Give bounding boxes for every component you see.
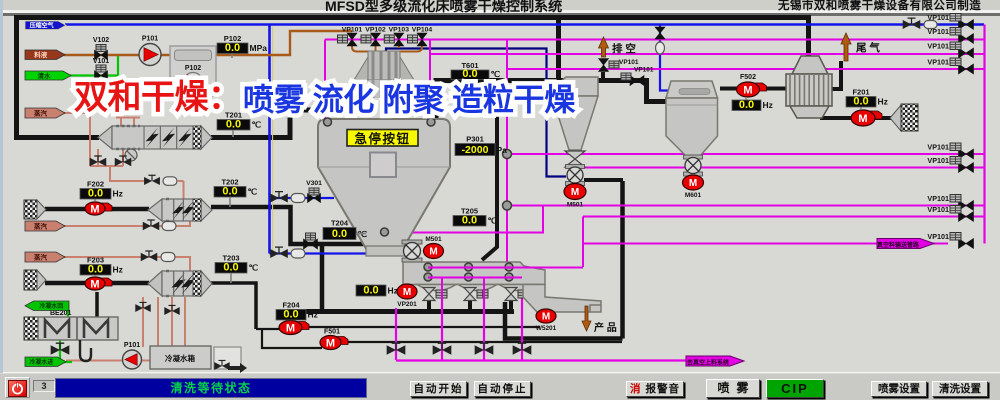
svg-text:VP101: VP101 — [927, 205, 949, 214]
svg-text:M501: M501 — [425, 236, 442, 243]
svg-text:VP101: VP101 — [927, 58, 949, 67]
svg-text:F203: F203 — [87, 256, 104, 265]
svg-text:0.0: 0.0 — [222, 186, 237, 198]
svg-text:T205: T205 — [461, 207, 478, 216]
svg-text:P301: P301 — [466, 135, 484, 144]
svg-text:P101: P101 — [142, 36, 158, 43]
svg-text:喷雾 流化 附聚 造粒干燥: 喷雾 流化 附聚 造粒干燥 — [246, 86, 579, 121]
svg-text:℃: ℃ — [248, 187, 258, 197]
svg-text:VP101: VP101 — [927, 143, 949, 152]
svg-text:蒸汽: 蒸汽 — [34, 252, 48, 261]
svg-text:0.0: 0.0 — [332, 228, 347, 240]
svg-text:急停按钮: 急停按钮 — [354, 131, 410, 146]
svg-text:VP101: VP101 — [927, 27, 949, 36]
svg-text:0.0: 0.0 — [462, 68, 477, 80]
svg-text:VP101: VP101 — [927, 42, 949, 51]
svg-text:VP101: VP101 — [927, 13, 949, 22]
svg-text:F502: F502 — [740, 74, 756, 81]
svg-text:0.0: 0.0 — [283, 309, 298, 321]
svg-text:T201: T201 — [225, 111, 242, 120]
svg-text:V102: V102 — [93, 37, 109, 44]
svg-text:M501: M501 — [567, 202, 584, 209]
svg-text:M: M — [689, 178, 697, 189]
svg-text:冷凝水箱: 冷凝水箱 — [165, 353, 195, 363]
svg-text:℃: ℃ — [488, 216, 498, 226]
svg-text:清水: 清水 — [37, 71, 51, 80]
svg-text:VP101: VP101 — [927, 156, 949, 165]
svg-text:℃: ℃ — [249, 263, 259, 273]
svg-text:VP101: VP101 — [342, 27, 363, 34]
svg-text:VP104: VP104 — [412, 27, 433, 34]
svg-text:VP101: VP101 — [619, 59, 639, 66]
svg-text:M: M — [90, 203, 99, 215]
svg-text:冷凝水进: 冷凝水进 — [29, 358, 53, 366]
svg-text:0.0: 0.0 — [853, 96, 868, 108]
svg-text:P101: P101 — [124, 342, 140, 349]
svg-text:M: M — [858, 113, 867, 125]
svg-text:Hz: Hz — [878, 97, 888, 107]
svg-text:双和干燥：: 双和干燥： — [77, 82, 245, 120]
svg-text:M: M — [542, 312, 550, 323]
svg-text:F202: F202 — [87, 180, 104, 189]
svg-text:M: M — [326, 337, 335, 349]
svg-text:W5201: W5201 — [536, 325, 557, 332]
svg-text:排 空: 排 空 — [612, 42, 636, 55]
svg-text:VP201: VP201 — [397, 301, 417, 308]
svg-text:M: M — [90, 278, 99, 290]
svg-text:产 品: 产 品 — [594, 321, 617, 334]
svg-text:MPa: MPa — [250, 43, 268, 53]
svg-text:P102: P102 — [185, 65, 201, 72]
svg-text:V301: V301 — [306, 180, 322, 187]
svg-text:M: M — [286, 322, 295, 334]
svg-text:F204: F204 — [282, 301, 300, 310]
svg-text:0.0: 0.0 — [739, 99, 754, 111]
svg-text:料液: 料液 — [34, 50, 48, 59]
svg-text:0.0: 0.0 — [363, 285, 378, 297]
svg-text:VP101: VP101 — [927, 232, 949, 241]
svg-text:蒸汽: 蒸汽 — [34, 221, 48, 230]
svg-text:压缩空气: 压缩空气 — [30, 22, 54, 30]
svg-text:F201: F201 — [852, 88, 869, 97]
svg-text:尾 气: 尾 气 — [856, 41, 880, 54]
svg-text:M: M — [403, 287, 411, 298]
svg-text:M: M — [429, 247, 437, 258]
svg-text:0.0: 0.0 — [225, 42, 240, 54]
svg-text:Hz: Hz — [308, 310, 318, 320]
svg-text:T601: T601 — [461, 61, 478, 70]
svg-text:VP102: VP102 — [365, 27, 386, 34]
svg-text:0.0: 0.0 — [223, 262, 238, 274]
svg-text:去真空上料系统: 去真空上料系统 — [687, 359, 729, 367]
svg-text:℃: ℃ — [491, 69, 501, 79]
svg-text:Hz: Hz — [113, 265, 123, 275]
svg-text:VP101: VP101 — [634, 67, 654, 74]
svg-text:0.0: 0.0 — [462, 215, 477, 227]
svg-text:℃: ℃ — [252, 120, 262, 130]
svg-text:M601: M601 — [685, 192, 702, 199]
svg-text:T202: T202 — [221, 178, 238, 187]
svg-text:T204: T204 — [331, 219, 349, 228]
svg-text:双和干燥：: 双和干燥： — [74, 79, 242, 117]
svg-text:蒸汽: 蒸汽 — [34, 108, 48, 117]
svg-text:真空料输送管路: 真空料输送管路 — [877, 241, 920, 249]
svg-text:冷凝水回: 冷凝水回 — [39, 302, 63, 310]
svg-text:F501: F501 — [324, 329, 340, 336]
svg-text:V101: V101 — [93, 58, 109, 65]
svg-text:-2000: -2000 — [462, 144, 489, 156]
svg-text:0.0: 0.0 — [88, 188, 103, 200]
svg-text:0.0: 0.0 — [88, 264, 103, 276]
svg-text:Pa: Pa — [497, 145, 508, 155]
svg-text:P102: P102 — [224, 34, 242, 43]
svg-text:Hz: Hz — [763, 100, 773, 110]
svg-text:BE201: BE201 — [50, 310, 72, 317]
svg-text:喷雾 流化 附聚 造粒干燥: 喷雾 流化 附聚 造粒干燥 — [243, 83, 576, 118]
svg-text:VP101: VP101 — [927, 194, 949, 203]
svg-text:Hz: Hz — [113, 189, 123, 199]
svg-text:M: M — [571, 187, 579, 198]
svg-text:M: M — [743, 84, 752, 96]
svg-text:VP103: VP103 — [389, 27, 410, 34]
svg-text:Hz: Hz — [388, 286, 398, 296]
svg-text:0.0: 0.0 — [226, 119, 241, 131]
svg-text:T203: T203 — [222, 254, 239, 263]
